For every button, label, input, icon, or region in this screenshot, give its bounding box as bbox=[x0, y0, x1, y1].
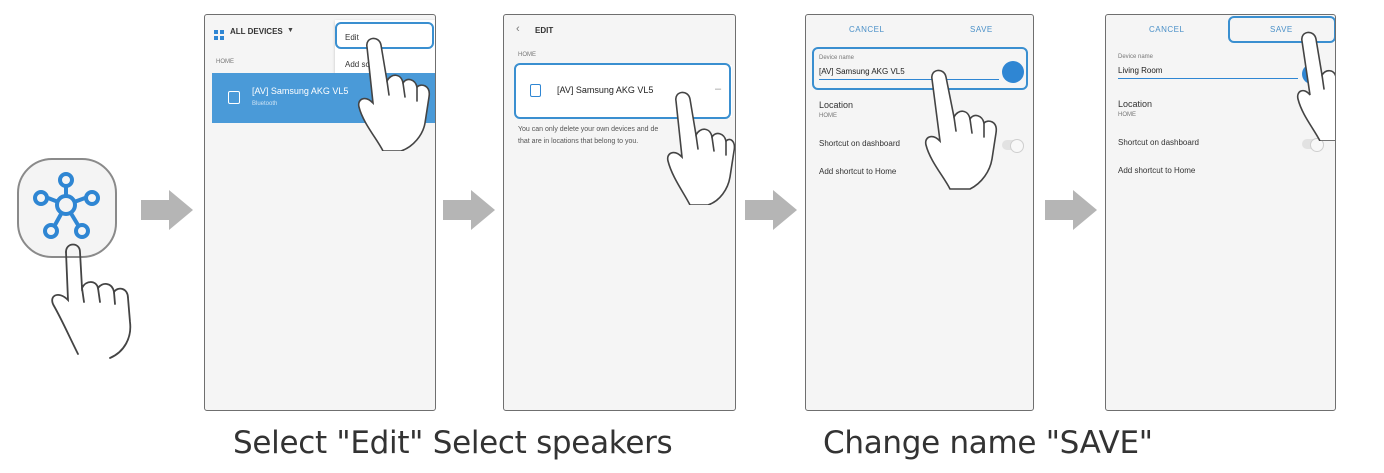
menu-item-edit[interactable]: Edit bbox=[345, 33, 359, 42]
location-label: Location bbox=[1118, 99, 1153, 109]
pointing-hand-icon bbox=[1294, 29, 1335, 146]
shortcut-dashboard-label: Shortcut on dashboard bbox=[1118, 138, 1199, 147]
edit-title: EDIT bbox=[535, 26, 554, 35]
grid-icon bbox=[214, 27, 224, 45]
all-devices-header[interactable]: ALL DEVICES bbox=[230, 27, 283, 36]
smartthings-app-icon[interactable] bbox=[14, 155, 120, 261]
device-name-input[interactable]: [AV] Samsung AKG VL5 bbox=[819, 67, 905, 76]
screen-device-name-saved: CANCEL SAVE Device name Living Room Loca… bbox=[1105, 14, 1336, 411]
add-shortcut-label[interactable]: Add shortcut to Home bbox=[819, 167, 897, 176]
input-underline bbox=[819, 79, 999, 80]
screen-all-devices: ALL DEVICES ▼ Edit Add sc HOME [AV] Sams… bbox=[204, 14, 436, 411]
menu-item-add[interactable]: Add sc bbox=[345, 60, 370, 69]
save-highlight bbox=[1228, 16, 1335, 43]
shortcut-dashboard-toggle[interactable] bbox=[1302, 138, 1324, 152]
screen-device-name-edit: CANCEL SAVE Device name [AV] Samsung AKG… bbox=[805, 14, 1034, 411]
device-status: Bluetooth bbox=[252, 101, 278, 107]
arrow-right-icon bbox=[443, 190, 495, 230]
pointing-hand-icon bbox=[918, 65, 1008, 198]
device-name: [AV] Samsung AKG VL5 bbox=[252, 86, 349, 96]
section-home: HOME bbox=[518, 52, 536, 58]
delete-note-1: You can only delete your own devices and… bbox=[518, 126, 659, 133]
device-name-highlight bbox=[812, 47, 1028, 90]
device-row[interactable]: [AV] Samsung AKG VL5 – bbox=[516, 65, 732, 117]
back-icon[interactable]: ‹ bbox=[516, 23, 520, 35]
caption-right: Change name "SAVE" bbox=[823, 425, 1153, 461]
device-name-input[interactable]: Living Room bbox=[1118, 66, 1163, 75]
input-underline bbox=[1118, 78, 1298, 79]
pointing-hand-icon bbox=[353, 31, 435, 156]
shortcut-dashboard-toggle[interactable] bbox=[1002, 139, 1024, 153]
save-button[interactable]: SAVE bbox=[1270, 25, 1293, 34]
arrow-right-icon bbox=[745, 190, 797, 230]
section-home: HOME bbox=[216, 59, 234, 65]
device-name-label: Device name bbox=[819, 55, 855, 61]
arrow-right-icon bbox=[141, 190, 193, 230]
speaker-icon bbox=[530, 84, 541, 97]
device-highlight bbox=[514, 63, 731, 119]
caption-left: Select "Edit" Select speakers bbox=[233, 425, 673, 461]
screen-edit: ‹ EDIT HOME [AV] Samsung AKG VL5 – You c… bbox=[503, 14, 736, 411]
pointing-hand-icon bbox=[44, 230, 149, 365]
dropdown-icon[interactable]: ▼ bbox=[287, 27, 294, 34]
save-button[interactable]: SAVE bbox=[970, 25, 993, 34]
location-value: HOME bbox=[819, 113, 837, 119]
cancel-button[interactable]: CANCEL bbox=[1149, 25, 1185, 34]
location-label: Location bbox=[819, 100, 854, 110]
edit-highlight bbox=[335, 22, 434, 49]
device-name: [AV] Samsung AKG VL5 bbox=[557, 85, 654, 95]
location-value: HOME bbox=[1118, 112, 1136, 118]
remove-icon[interactable]: – bbox=[715, 83, 722, 95]
speaker-icon bbox=[228, 91, 240, 104]
shortcut-dashboard-label: Shortcut on dashboard bbox=[819, 139, 900, 148]
overflow-menu: Edit Add sc bbox=[335, 20, 435, 78]
delete-note-2: that are in locations that belong to you… bbox=[518, 138, 639, 145]
add-shortcut-label[interactable]: Add shortcut to Home bbox=[1118, 166, 1196, 175]
cancel-button[interactable]: CANCEL bbox=[849, 25, 885, 34]
device-name-label: Device name bbox=[1118, 54, 1154, 60]
pointing-hand-icon bbox=[664, 85, 735, 210]
cursor-handle[interactable] bbox=[1002, 61, 1024, 83]
arrow-right-icon bbox=[1045, 190, 1097, 230]
